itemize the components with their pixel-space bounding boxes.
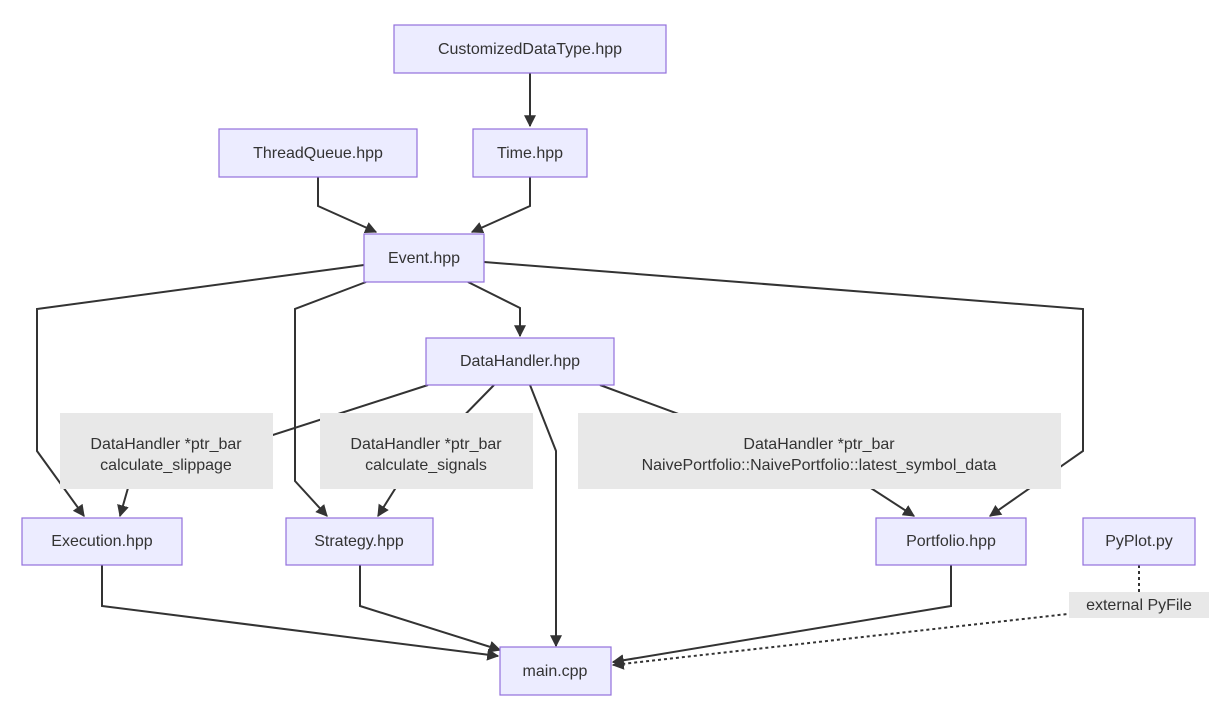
edge-label-line: calculate_signals [365, 457, 487, 474]
edge-pyplot-to-main [611, 565, 1140, 670]
node-label: Strategy.hpp [314, 533, 404, 550]
edge-label-line: calculate_slippage [100, 457, 232, 474]
edge-label-line: DataHandler *ptr_bar [743, 436, 895, 453]
edge-label-line: external PyFile [1086, 597, 1192, 614]
node-label: Execution.hpp [51, 533, 153, 550]
node-label: DataHandler.hpp [460, 353, 580, 370]
node-strategy[interactable]: Strategy.hpp [285, 517, 434, 566]
edge-event-to-datahandler [467, 281, 526, 338]
edge-datahandler-to-main [529, 384, 562, 648]
node-label: main.cpp [523, 663, 588, 680]
edge-threadqueue-to-event [317, 177, 378, 234]
node-time[interactable]: Time.hpp [472, 128, 588, 178]
node-main[interactable]: main.cpp [499, 646, 612, 696]
nodes: CustomizedDataType.hpp ThreadQueue.hpp T… [21, 24, 1196, 696]
node-datahandler[interactable]: DataHandler.hpp [425, 337, 615, 386]
edge-label-to-execution: DataHandler *ptr_bar calculate_slippage [60, 413, 273, 489]
node-label: Time.hpp [497, 145, 563, 162]
edge-label-to-strategy: DataHandler *ptr_bar calculate_signals [320, 413, 533, 489]
node-event[interactable]: Event.hpp [363, 233, 485, 283]
edge-label-to-portfolio: DataHandler *ptr_bar NaivePortfolio::Nai… [578, 413, 1061, 489]
edge-portfolio-to-main [611, 565, 952, 667]
node-pyplot[interactable]: PyPlot.py [1082, 517, 1196, 566]
node-label: PyPlot.py [1105, 533, 1173, 550]
edge-label-pyplot-to-main: external PyFile [1069, 592, 1209, 618]
edge-strategy-to-main [359, 565, 502, 653]
node-execution[interactable]: Execution.hpp [21, 517, 183, 566]
edge-label-line: DataHandler *ptr_bar [90, 436, 242, 453]
node-label: Portfolio.hpp [906, 533, 996, 550]
edge-label-line: NaivePortfolio::NaivePortfolio::latest_s… [642, 457, 997, 474]
edge-labels: DataHandler *ptr_bar calculate_slippage … [60, 413, 1209, 618]
node-threadqueue[interactable]: ThreadQueue.hpp [218, 128, 418, 178]
edge-label-line: DataHandler *ptr_bar [350, 436, 502, 453]
edge-event-to-strategy [294, 281, 367, 517]
edge-time-to-event [470, 177, 531, 234]
node-portfolio[interactable]: Portfolio.hpp [875, 517, 1027, 566]
node-label: Event.hpp [388, 250, 460, 267]
node-label: ThreadQueue.hpp [253, 145, 383, 162]
edge-execution-to-main [101, 565, 500, 661]
node-label: CustomizedDataType.hpp [438, 41, 622, 58]
edges [36, 73, 1140, 670]
node-customizeddatatype[interactable]: CustomizedDataType.hpp [393, 24, 667, 74]
